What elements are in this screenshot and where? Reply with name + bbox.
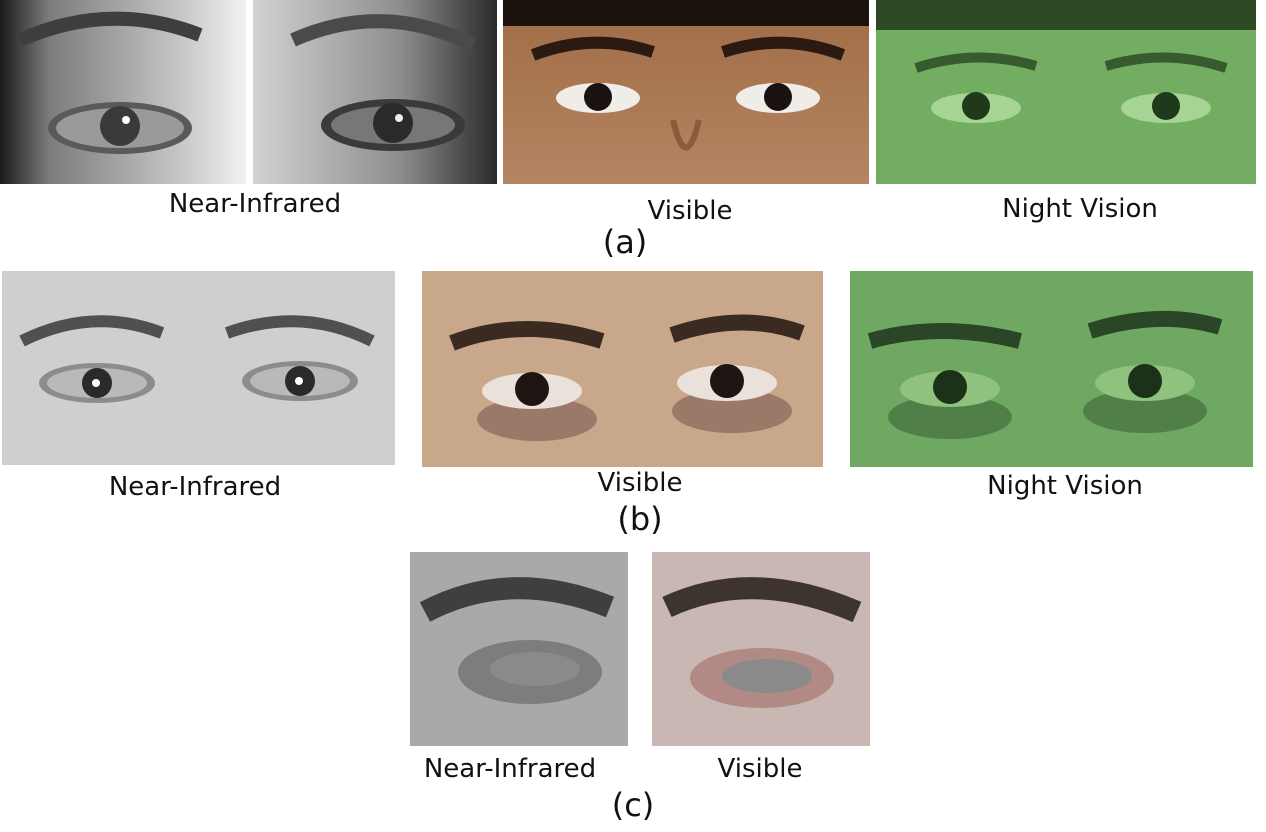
- row-b-nir-image: [2, 271, 395, 465]
- row-a-visible-image: [503, 0, 869, 184]
- row-b-visible-caption: Visible: [597, 468, 683, 498]
- row-c-panel-label: (c): [611, 786, 655, 824]
- row-c-nir-image: [410, 552, 628, 746]
- row-a-night-vision-caption: Night Vision: [1002, 194, 1158, 224]
- row-c-nir-caption: Near-Infrared: [423, 754, 597, 784]
- row-a-nir-image-1: [0, 0, 246, 184]
- row-b-panel-label: (b): [617, 500, 663, 538]
- row-b-nir-caption: Near-Infrared: [108, 472, 282, 502]
- row-a-panel-label: (a): [602, 223, 648, 261]
- row-a-nir-image-2: [253, 0, 497, 184]
- row-b-visible-image: [422, 271, 823, 467]
- row-b-night-vision-image: [850, 271, 1253, 467]
- row-a-night-vision-image: [876, 0, 1256, 184]
- row-a-nir-caption: Near-Infrared: [168, 189, 342, 219]
- row-a-visible-caption: Visible: [647, 196, 733, 226]
- row-b-night-vision-caption: Night Vision: [987, 471, 1143, 501]
- row-c-visible-caption: Visible: [717, 754, 803, 784]
- row-c-visible-image: [652, 552, 870, 746]
